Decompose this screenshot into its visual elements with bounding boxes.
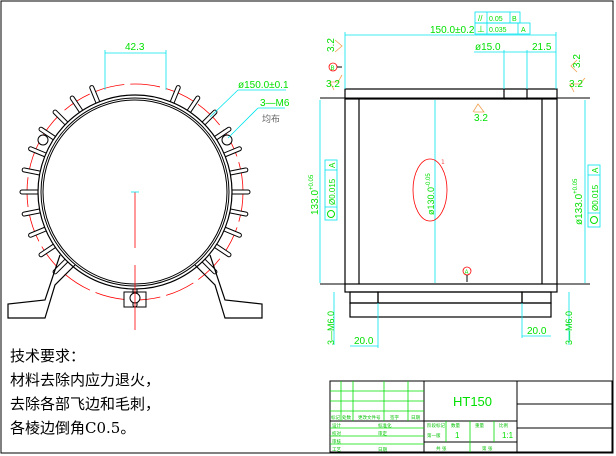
svg-text:日期: 日期 (411, 415, 420, 421)
svg-text:日期: 日期 (378, 447, 387, 453)
cooling-fin-inner (39, 244, 56, 257)
cooling-fin-inner (214, 244, 231, 257)
svg-text:审核: 审核 (332, 438, 341, 445)
technical-requirements: 技术要求： 材料去除内应力退火， 去除各部飞边和毛刺， 各棱边倒角C0.5。 (10, 344, 160, 440)
svg-text:工艺: 工艺 (332, 447, 341, 453)
side-view-dimensions: 150.0±0.2 // 0.05 B ⊥ 0.035 A ø15.0 21.5… (309, 11, 601, 348)
svg-text:A: A (521, 27, 526, 34)
geometric-tolerance-frame: // 0.05 B ⊥ 0.035 A (474, 11, 531, 35)
thread-label: 3—M6 (260, 98, 290, 109)
thread-note: 均布 (262, 113, 280, 125)
cooling-fin-inner (53, 110, 68, 125)
material-label: HT150 (453, 394, 492, 409)
cooling-fin-inner (70, 96, 83, 113)
dim-42-3: 42.3 (125, 42, 145, 53)
cooling-fin-inner (214, 127, 231, 140)
roughness-left: 3.2 (326, 79, 340, 90)
roughness-top-right: 3.2 (569, 79, 583, 90)
bore-dia: ø130.0-0.05 (426, 173, 436, 215)
cooling-fin-inner (228, 168, 248, 175)
length-dim: 150.0±0.2 (430, 25, 475, 36)
thread-dim-left: 3—M6.0 (326, 311, 336, 345)
thread-dim-right: 3—M6.0 (564, 311, 574, 345)
hole-offset: 21.5 (532, 42, 552, 53)
cooling-fin-inner (170, 86, 180, 104)
cooling-fin-inner (39, 127, 56, 140)
svg-text:审定: 审定 (378, 430, 387, 437)
title-block: HT150 标记 处数 更改文件号 签字 日期 设计 校对 审核 工艺 标准化 … (329, 380, 613, 453)
datum-b: B (331, 66, 335, 72)
foot-width-left: 20.0 (354, 336, 374, 347)
note-line: 各棱边倒角C0.5。 (10, 419, 136, 437)
note-line: 去除各部飞边和毛刺， (10, 395, 161, 413)
svg-text:0.035: 0.035 (489, 27, 507, 34)
svg-text:共 张: 共 张 (436, 445, 447, 452)
svg-text:1: 1 (455, 431, 460, 440)
bolt-hole (221, 134, 233, 146)
svg-text:标记: 标记 (331, 414, 340, 421)
cooling-fin-inner (228, 209, 248, 216)
svg-text:设计: 设计 (332, 422, 341, 429)
svg-text:第一版: 第一版 (427, 432, 441, 439)
roughness-top-left: 3.2 (326, 38, 337, 52)
front-view-dimensions: 42.3 ø150.0±0.1 3—M6 均布 (104, 42, 290, 139)
svg-text:校对: 校对 (332, 430, 341, 437)
highlight-ellipse (412, 158, 448, 222)
dim-diameter-150: ø150.0±0.1 (238, 80, 289, 91)
bolt-hole (37, 134, 49, 146)
cooling-fin-inner (223, 147, 241, 157)
svg-text:标准化: 标准化 (378, 422, 392, 429)
side-view (319, 88, 590, 318)
runout-right-value: Ø0.015 (591, 184, 600, 211)
svg-text:比例: 比例 (499, 422, 508, 429)
roughness-inner: 3.2 (474, 113, 488, 124)
front-view (7, 83, 263, 330)
svg-text:数量: 数量 (451, 422, 460, 429)
runout-left-datum: A (328, 162, 337, 168)
cooling-fin-inner (223, 227, 241, 237)
svg-text:阶段标记: 阶段标记 (427, 422, 445, 429)
cooling-fin-inner (22, 209, 42, 216)
svg-text://: // (478, 14, 483, 23)
cooling-fin-inner (22, 168, 42, 175)
svg-text:第 张: 第 张 (482, 445, 493, 452)
cooling-fin-inner (29, 147, 47, 157)
runout-left-value: Ø0.015 (328, 178, 337, 205)
note-line: 材料去除内应力退火， (10, 371, 161, 389)
cooling-fin-inner (29, 227, 47, 237)
svg-text:签字: 签字 (390, 414, 399, 421)
left-dia: 133.0+0.05 (309, 174, 321, 215)
svg-text:1:1: 1:1 (502, 431, 514, 440)
cooling-fin-inner (187, 96, 200, 113)
svg-text:处数: 处数 (342, 414, 351, 421)
cooling-fin-inner (90, 86, 100, 104)
foot-width-right: 20.0 (527, 326, 547, 337)
cooling-fin-inner (202, 259, 217, 274)
svg-text:B: B (512, 16, 517, 23)
right-dia: ø133.0+0.05 (573, 178, 585, 225)
svg-text:⊥: ⊥ (477, 24, 485, 34)
datum-a: A (465, 270, 469, 276)
roughness-right: 3.2 (572, 54, 583, 68)
red-mark: 1 (441, 159, 445, 166)
right-foot (194, 254, 263, 319)
left-foot (7, 254, 76, 319)
notes-title: 技术要求： (10, 347, 86, 365)
hole-dia: ø15.0 (475, 42, 501, 53)
svg-text:重量: 重量 (475, 422, 484, 429)
svg-text:0.05: 0.05 (489, 16, 503, 23)
cooling-fin-inner (53, 259, 68, 274)
svg-text:更改文件号: 更改文件号 (358, 414, 381, 421)
runout-right-datum: A (591, 167, 600, 173)
